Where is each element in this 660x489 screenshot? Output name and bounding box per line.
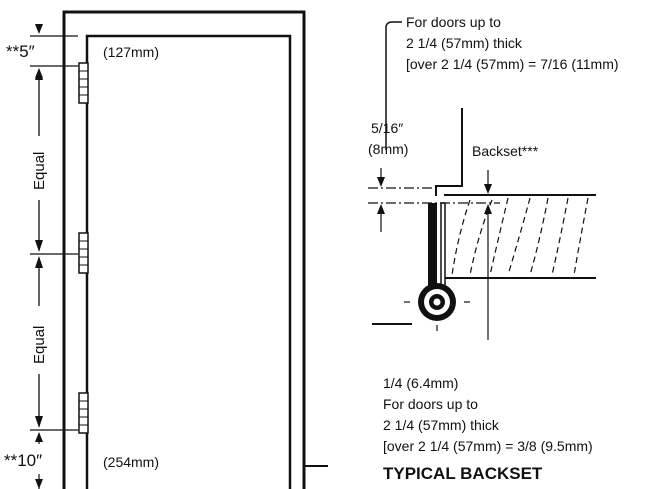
note-top-line2: 2 1/4 (57mm) thick	[406, 35, 523, 51]
backset-section: For doors up to 2 1/4 (57mm) thick [over…	[368, 14, 619, 483]
note-bottom-line2: For doors up to	[383, 396, 478, 412]
note-top-line1: For doors up to	[406, 14, 501, 30]
door-elevation: **5″ (127mm) Equal Equal **10″ (254mm)	[4, 10, 328, 489]
hinge-middle	[78, 232, 89, 274]
offset-dim-label: 5/16″	[371, 120, 403, 136]
note-bottom-line1: 1/4 (6.4mm)	[383, 375, 458, 391]
note-bottom-line4: [over 2 1/4 (57mm) = 3/8 (9.5mm)	[383, 438, 593, 454]
hinge-top	[78, 62, 89, 104]
diagram-title: TYPICAL BACKSET	[383, 464, 543, 483]
note-bottom-line3: 2 1/4 (57mm) thick	[383, 417, 500, 433]
hinge-pin-core	[433, 298, 441, 306]
top-dim-label: **5″	[6, 42, 35, 61]
offset-reference-lines	[368, 187, 500, 204]
hinge-leaf-door	[440, 202, 446, 294]
frame-profile	[435, 108, 463, 196]
knuckle-centerline	[404, 301, 470, 331]
dimension-arrows-top	[35, 24, 43, 78]
bottom-dim-metric: (254mm)	[103, 454, 159, 470]
offset-dim-metric: (8mm)	[368, 141, 408, 157]
door-frame-outer	[62, 10, 306, 489]
offset-arrows	[377, 168, 385, 232]
dimension-ticks	[30, 35, 78, 431]
equal-label-upper: Equal	[31, 152, 48, 190]
door-edge-wood	[444, 194, 596, 279]
dimension-arrows-bottom	[35, 432, 43, 489]
bottom-dim-label: **10″	[4, 451, 42, 470]
note-top-line3: [over 2 1/4 (57mm) = 7/16 (11mm)	[406, 56, 619, 72]
equal-label-lower: Equal	[31, 326, 48, 364]
hinge-bottom	[78, 392, 89, 434]
note-leader-line	[385, 21, 402, 150]
hinge-leaf-frame	[428, 203, 437, 293]
backset-arrows	[484, 170, 492, 340]
dimension-line-lower	[35, 256, 43, 428]
backset-label: Backset***	[472, 143, 539, 159]
top-dim-metric: (127mm)	[103, 44, 159, 60]
door-frame-inner	[85, 34, 292, 489]
